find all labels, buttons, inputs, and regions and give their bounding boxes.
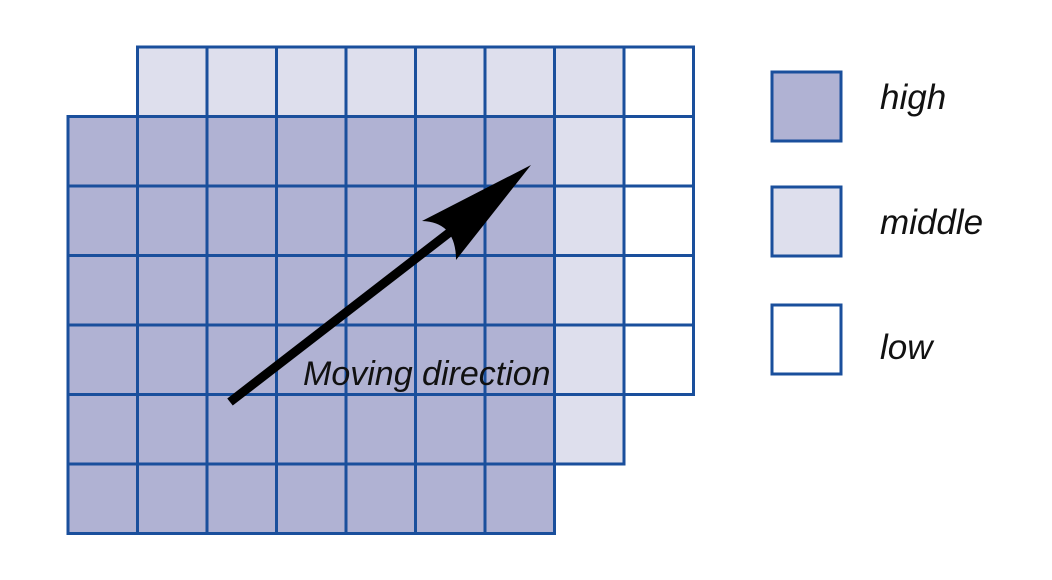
grid-cell-high (66, 254, 139, 327)
legend-item-middle: middle (770, 185, 983, 258)
grid-cell-high (136, 393, 209, 466)
grid-cell-high (205, 115, 278, 188)
grid-cell-high (136, 462, 209, 535)
legend-swatch-high (770, 70, 843, 143)
grid-cell-middle (344, 45, 417, 118)
grid-cell-middle (553, 393, 626, 466)
grid-cell-middle (553, 323, 626, 396)
grid-cell-middle (205, 45, 278, 118)
grid-cell-middle (483, 45, 556, 118)
grid-cell-high (275, 462, 348, 535)
grid-cell-high (136, 184, 209, 257)
grid-cell-middle (414, 45, 487, 118)
grid-cell-low (622, 45, 695, 118)
grid-cell-high (205, 254, 278, 327)
grid-cell-low (622, 254, 695, 327)
grid-cell-middle (553, 115, 626, 188)
grid-cell-high (344, 184, 417, 257)
moving-direction-arrow (227, 165, 531, 406)
arrow-label: Moving direction (303, 355, 551, 393)
grid-cell-high (275, 254, 348, 327)
grid-cell-high (205, 184, 278, 257)
grid-cell-high (483, 254, 556, 327)
grid-cell-high (136, 115, 209, 188)
arrow-shaft (227, 218, 466, 406)
legend-swatch-middle (770, 185, 843, 258)
grid-cell-high (136, 254, 209, 327)
grid-cell-high (483, 462, 556, 535)
grid-cell-middle (553, 254, 626, 327)
grid (66, 45, 695, 535)
legend-label-middle: middle (880, 203, 983, 242)
grid-cell-high (414, 254, 487, 327)
grid-cell-high (205, 323, 278, 396)
grid-cell-high (66, 184, 139, 257)
grid-cell-high (344, 393, 417, 466)
grid-cell-high (66, 393, 139, 466)
legend-item-high: high (770, 70, 946, 143)
arrow-head (422, 165, 531, 260)
grid-cell-low (622, 184, 695, 257)
grid-cell-middle (553, 184, 626, 257)
grid-cell-middle (275, 45, 348, 118)
grid-cell-low (622, 323, 695, 396)
grid-cell-high (66, 115, 139, 188)
grid-cell-high (205, 393, 278, 466)
grid-cell-middle (553, 45, 626, 118)
grid-cell-high (414, 393, 487, 466)
grid-cell-high (414, 462, 487, 535)
grid-cell-high (66, 323, 139, 396)
legend-item-low: low (770, 303, 935, 376)
legend: high middle low (770, 70, 983, 376)
grid-cell-high (275, 393, 348, 466)
grid-cell-middle (136, 45, 209, 118)
grid-cell-high (483, 393, 556, 466)
grid-cell-high (275, 184, 348, 257)
grid-cell-high (66, 462, 139, 535)
grid-cell-high (275, 115, 348, 188)
legend-label-low: low (880, 328, 935, 367)
grid-cell-high (344, 462, 417, 535)
legend-label-high: high (880, 78, 946, 117)
grid-cell-high (414, 115, 487, 188)
grid-cell-high (344, 115, 417, 188)
grid-cell-high (136, 323, 209, 396)
legend-swatch-low (770, 303, 843, 376)
grid-cell-high (205, 462, 278, 535)
grid-cell-low (622, 115, 695, 188)
